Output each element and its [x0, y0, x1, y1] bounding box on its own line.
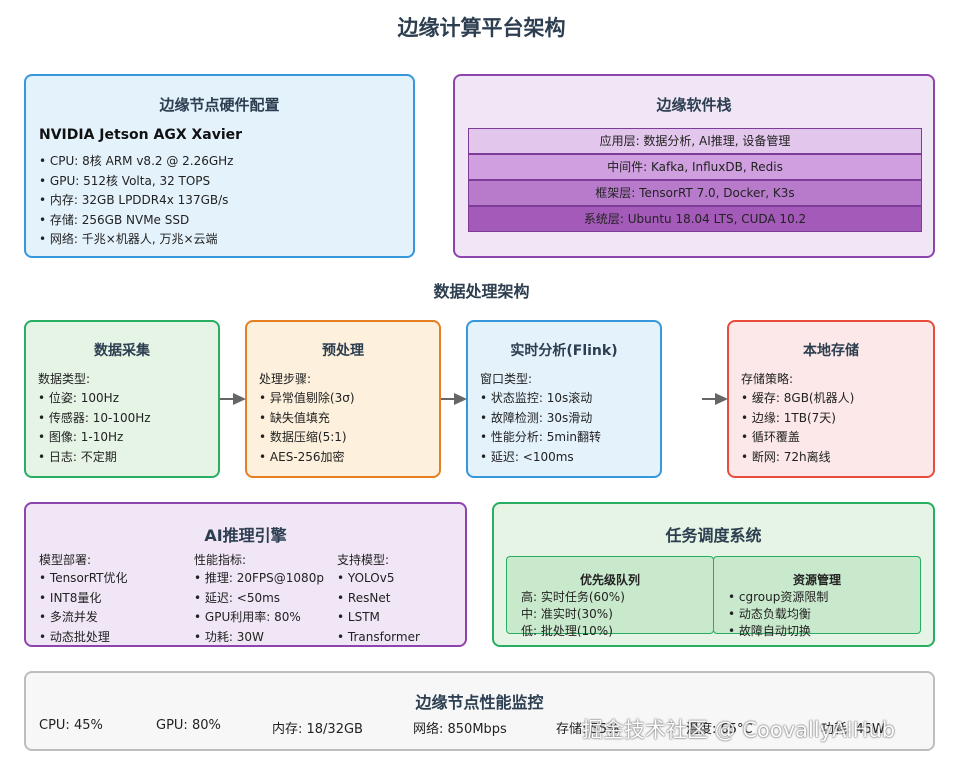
- ai-column-list: TensorRT优化 INT8量化 多流并发 动态批处理: [39, 569, 128, 647]
- stage-collection: 数据采集 数据类型: 位姿: 100Hz 传感器: 10-100Hz 图像: 1…: [24, 320, 220, 478]
- stage-item-list: 异常值剔除(3σ) 缺失值填充 数据压缩(5:1) AES-256加密: [259, 389, 355, 467]
- hardware-spec: 存储: 256GB NVMe SSD: [39, 211, 233, 231]
- scheduler-panel: 任务调度系统 优先级队列 高: 实时任务(60%) 中: 准实时(30%) 低:…: [492, 502, 935, 647]
- software-layer-app: 应用层: 数据分析, AI推理, 设备管理: [468, 128, 922, 154]
- software-title: 边缘软件栈: [656, 96, 732, 114]
- stage-item: 循环覆盖: [741, 428, 854, 448]
- resource-management-box: 资源管理 cgroup资源限制 动态负载均衡 故障自动切换: [713, 556, 921, 638]
- priority-queue-box: 优先级队列 高: 实时任务(60%) 中: 准实时(30%) 低: 批处理(10…: [506, 556, 714, 638]
- stage-item: 故障检测: 30s滑动: [480, 409, 601, 429]
- resource-management-item: 动态负载均衡: [728, 606, 828, 623]
- ai-column-item: 延迟: <50ms: [194, 589, 324, 609]
- priority-queue-list: 高: 实时任务(60%) 中: 准实时(30%) 低: 批处理(10%): [521, 589, 625, 640]
- watermark-text: 掘金技术社区 @ CoovallyAIHub: [582, 718, 896, 742]
- stage-item: 缺失值填充: [259, 409, 355, 429]
- stage-item: 状态监控: 10s滚动: [480, 389, 601, 409]
- stage-title: 实时分析(Flink): [510, 343, 618, 359]
- stage-item: 数据压缩(5:1): [259, 428, 355, 448]
- software-panel: 边缘软件栈 应用层: 数据分析, AI推理, 设备管理 中间件: Kafka, …: [453, 74, 935, 258]
- ai-column-item: YOLOv5: [337, 569, 420, 589]
- performance-monitor-panel: 边缘节点性能监控 CPU: 45% GPU: 80% 内存: 18/32GB 网…: [24, 671, 935, 751]
- arrow-right-icon: [715, 393, 728, 405]
- metric-gpu: GPU: 80%: [156, 718, 221, 733]
- software-layer-framework: 框架层: TensorRT 7.0, Docker, K3s: [468, 180, 922, 206]
- stage-item: 缓存: 8GB(机器人): [741, 389, 854, 409]
- hardware-spec-list: CPU: 8核 ARM v8.2 @ 2.26GHz GPU: 512核 Vol…: [39, 152, 234, 250]
- arrow-right-icon: [454, 393, 467, 405]
- metric-memory: 内存: 18/32GB: [272, 722, 363, 737]
- ai-column-label: 支持模型:: [337, 553, 390, 567]
- ai-column-item: 功耗: 30W: [194, 628, 324, 648]
- stage-label: 数据类型:: [38, 372, 91, 386]
- stage-label: 处理步骤:: [259, 372, 312, 386]
- resource-management-list: cgroup资源限制 动态负载均衡 故障自动切换: [728, 589, 828, 640]
- metric-cpu: CPU: 45%: [39, 718, 103, 733]
- stage-item: 延迟: <100ms: [480, 448, 601, 468]
- metric-network: 网络: 850Mbps: [413, 722, 507, 737]
- resource-management-item: cgroup资源限制: [728, 589, 828, 606]
- hardware-spec: CPU: 8核 ARM v8.2 @ 2.26GHz: [39, 152, 234, 172]
- hardware-spec: 网络: 千兆×机器人, 万兆×云端: [39, 230, 233, 250]
- stage-label: 存储策略:: [741, 372, 794, 386]
- resource-management-title: 资源管理: [792, 573, 841, 587]
- metric-storage: 存储: 55%: [556, 722, 620, 737]
- ai-column-item: 动态批处理: [39, 628, 128, 648]
- ai-column-item: 推理: 20FPS@1080p: [194, 569, 324, 589]
- data-processing-title: 数据处理架构: [433, 282, 530, 301]
- stage-item: 日志: 不定期: [38, 448, 151, 468]
- stage-item-list: 状态监控: 10s滚动 故障检测: 30s滑动 性能分析: 5min翻转 延迟:…: [480, 389, 601, 467]
- stage-item: 位姿: 100Hz: [38, 389, 151, 409]
- hardware-spec: GPU: 512核 Volta, 32 TOPS: [39, 172, 233, 192]
- ai-column-item: INT8量化: [39, 589, 128, 609]
- ai-engine-panel: AI推理引擎 模型部署: TensorRT优化 INT8量化 多流并发 动态批处…: [24, 502, 467, 647]
- ai-column-label: 模型部署:: [39, 553, 92, 567]
- hardware-model: NVIDIA Jetson AGX Xavier: [39, 127, 243, 143]
- software-layer-middleware: 中间件: Kafka, InfluxDB, Redis: [468, 154, 922, 180]
- stage-title: 预处理: [322, 343, 364, 359]
- scheduler-title: 任务调度系统: [665, 526, 762, 545]
- ai-column-item: 多流并发: [39, 608, 128, 628]
- ai-column-item: Transformer: [337, 628, 420, 648]
- ai-column-label: 性能指标:: [194, 553, 247, 567]
- stage-title: 数据采集: [94, 343, 150, 359]
- stage-item-list: 位姿: 100Hz 传感器: 10-100Hz 图像: 1-10Hz 日志: 不…: [38, 389, 151, 467]
- stage-item: 断网: 72h离线: [741, 448, 854, 468]
- stage-label: 窗口类型:: [480, 372, 533, 386]
- priority-queue-title: 优先级队列: [579, 573, 640, 587]
- priority-queue-item: 高: 实时任务(60%): [521, 590, 625, 604]
- stage-item: 性能分析: 5min翻转: [480, 428, 601, 448]
- stage-local-storage: 本地存储 存储策略: 缓存: 8GB(机器人) 边缘: 1TB(7天) 循环覆盖…: [727, 320, 935, 478]
- priority-queue-item: 低: 批处理(10%): [521, 624, 613, 638]
- stage-item: 图像: 1-10Hz: [38, 428, 151, 448]
- stage-preprocessing: 预处理 处理步骤: 异常值剔除(3σ) 缺失值填充 数据压缩(5:1) AES-…: [245, 320, 441, 478]
- metric-power: 功耗: 45W: [821, 722, 885, 737]
- stage-title: 本地存储: [803, 343, 859, 359]
- stage-item: 边缘: 1TB(7天): [741, 409, 854, 429]
- stage-item: AES-256加密: [259, 448, 355, 468]
- ai-column-item: LSTM: [337, 608, 420, 628]
- hardware-spec: 内存: 32GB LPDDR4x 137GB/s: [39, 191, 233, 211]
- ai-column-list: 推理: 20FPS@1080p 延迟: <50ms GPU利用率: 80% 功耗…: [194, 569, 324, 647]
- stage-item-list: 缓存: 8GB(机器人) 边缘: 1TB(7天) 循环覆盖 断网: 72h离线: [741, 389, 854, 467]
- priority-queue-item: 中: 准实时(30%): [521, 607, 613, 621]
- hardware-panel: 边缘节点硬件配置 NVIDIA Jetson AGX Xavier CPU: 8…: [24, 74, 415, 258]
- metric-temperature: 温度: 65°C: [686, 722, 753, 737]
- ai-column-list: YOLOv5 ResNet LSTM Transformer: [337, 569, 420, 647]
- main-title: 边缘计算平台架构: [397, 16, 566, 40]
- resource-management-item: 故障自动切换: [728, 623, 828, 640]
- monitor-title: 边缘节点性能监控: [415, 693, 544, 712]
- ai-engine-title: AI推理引擎: [204, 526, 287, 545]
- hardware-title: 边缘节点硬件配置: [159, 96, 280, 114]
- stage-item: 异常值剔除(3σ): [259, 389, 355, 409]
- software-layer-system: 系统层: Ubuntu 18.04 LTS, CUDA 10.2: [468, 206, 922, 232]
- arrow-right-icon: [233, 393, 246, 405]
- stage-item: 传感器: 10-100Hz: [38, 409, 151, 429]
- ai-column-item: ResNet: [337, 589, 420, 609]
- ai-column-item: GPU利用率: 80%: [194, 608, 324, 628]
- ai-column-item: TensorRT优化: [39, 569, 128, 589]
